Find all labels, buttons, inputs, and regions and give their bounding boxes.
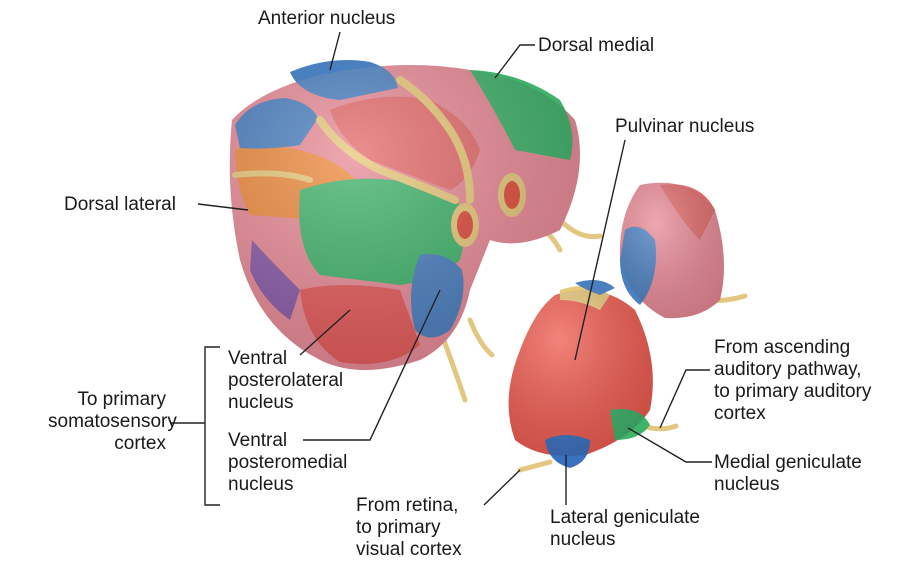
label-from-retina: From retina, to primary visual cortex	[356, 495, 462, 561]
label-lateral-geniculate: Lateral geniculate nucleus	[550, 507, 700, 551]
pulvinar-back	[620, 183, 724, 318]
leader-from-auditory	[660, 370, 710, 428]
left-thalamus	[230, 60, 580, 370]
label-ventral-posteromedial: Ventral posteromedial nucleus	[228, 430, 347, 496]
label-dorsal-lateral: Dorsal lateral	[64, 194, 176, 216]
label-dorsal-medial: Dorsal medial	[538, 35, 654, 57]
label-pulvinar-nucleus: Pulvinar nucleus	[615, 116, 754, 138]
label-to-somatosensory: To primary somatosensory cortex	[48, 389, 166, 455]
label-medial-geniculate: Medial geniculate nucleus	[714, 452, 862, 496]
label-ventral-posterolateral: Ventral posterolateral nucleus	[228, 348, 343, 414]
label-anterior-nucleus: Anterior nucleus	[258, 8, 395, 30]
pulvinar-front	[509, 280, 653, 468]
somatosensory-bracket	[205, 347, 220, 505]
label-from-auditory: From ascending auditory pathway, to prim…	[714, 337, 871, 425]
leader-from-retina	[484, 470, 520, 505]
leader-dorsal-medial	[495, 45, 535, 78]
